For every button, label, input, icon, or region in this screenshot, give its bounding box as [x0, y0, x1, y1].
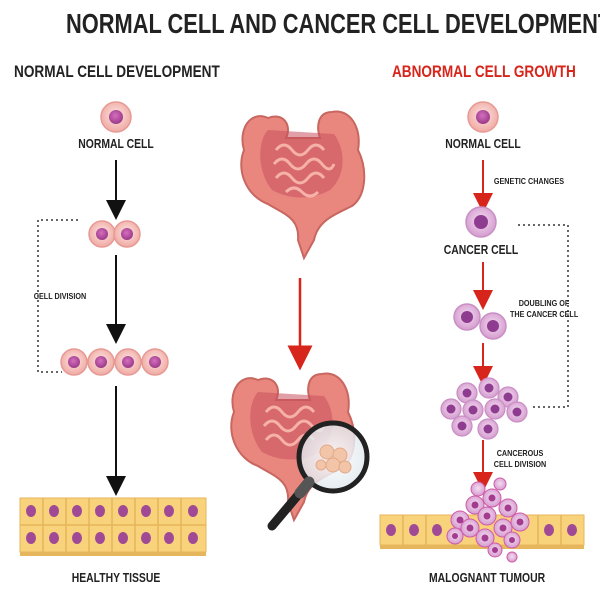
- cancerous-label-line1: CANCEROUS: [496, 448, 544, 458]
- malignant-tumour-label: MALOGNANT TUMOUR: [429, 570, 546, 585]
- cancer-cluster-icon: [440, 377, 528, 440]
- cancer-cell-icon: [465, 206, 497, 238]
- doubling-label: DOUBLING OF THE CANCER CELL: [510, 298, 578, 320]
- doubling-cells-icon: [453, 303, 507, 340]
- dividing-cells-icon: [88, 220, 141, 248]
- doubling-label-line1: DOUBLING OF: [518, 298, 570, 308]
- genetic-changes-label: GENETIC CHANGES: [493, 176, 565, 186]
- normal-cell-label: NORMAL CELL: [78, 136, 154, 151]
- cancerous-label-line2: CELL DIVISION: [493, 459, 547, 469]
- malignant-tumour-icon: [379, 477, 585, 563]
- normal-cell-icon-right: [467, 101, 499, 133]
- four-cells-icon: [60, 348, 169, 376]
- intestine-with-magnifier-icon: [230, 372, 370, 531]
- cancerous-division-label: CANCEROUS CELL DIVISION: [486, 448, 554, 470]
- doubling-bracket: [518, 224, 569, 408]
- cell-division-label: CELL DIVISION: [33, 291, 87, 301]
- normal-cell-label-right: NORMAL CELL: [445, 136, 521, 151]
- page-title: NORMAL CELL AND CANCER CELL DEVELOPMENT: [66, 8, 600, 39]
- intestine-icon: [240, 110, 366, 261]
- division-bracket: [37, 219, 78, 373]
- normal-cell-icon: [100, 101, 132, 133]
- doubling-label-line2: THE CANCER CELL: [510, 309, 579, 319]
- normal-development-heading: NORMAL CELL DEVELOPMENT: [14, 62, 220, 81]
- abnormal-growth-heading: ABNORMAL CELL GROWTH: [392, 62, 576, 81]
- healthy-tissue-icon: [19, 497, 207, 556]
- cancer-cell-label: CANCER CELL: [443, 242, 519, 257]
- healthy-tissue-label: HEALTHY TISSUE: [71, 570, 161, 585]
